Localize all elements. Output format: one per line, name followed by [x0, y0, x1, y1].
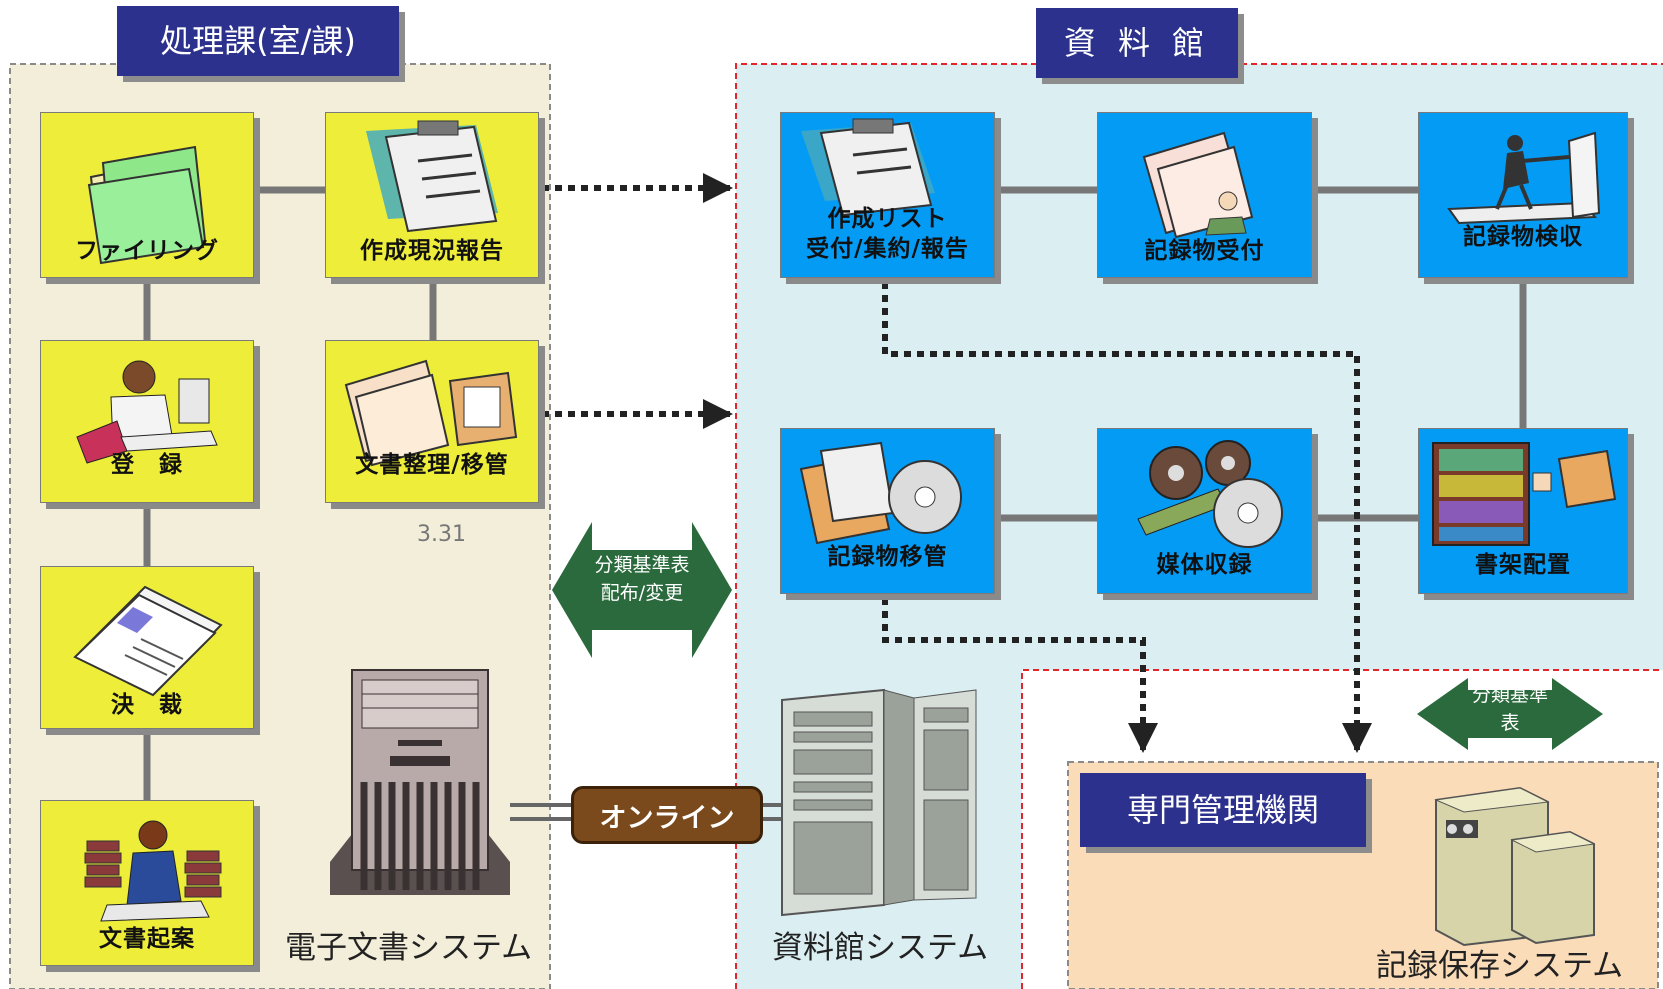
process-box-label: 登 録 [111, 452, 183, 478]
records-storage-icon [1434, 786, 1596, 947]
exchange-arrow-left-label: 分類基準表 配布/変更 [594, 554, 690, 604]
exchange-arrow-left [552, 522, 732, 658]
process-box-label: 文書起案 [99, 926, 195, 952]
archive-box-label: 記録物検収 [1463, 224, 1583, 250]
archive-box-media[interactable]: 媒体収録 [1097, 428, 1312, 594]
newspaper-icon [73, 585, 223, 697]
writing-person-icon [84, 820, 222, 922]
server-tower-icon [330, 669, 510, 895]
section-header-shori: 処理課(室/課) [117, 6, 399, 76]
archive-server-icon [781, 688, 977, 917]
archive-box-shelf[interactable]: 書架配置 [1418, 428, 1628, 594]
process-connectors [143, 186, 437, 800]
folder-icon [87, 145, 207, 265]
process-box-label: 作成現況報告 [360, 238, 504, 264]
bookshelf-icon [1432, 442, 1617, 546]
process-box-label: 文書整理/移管 [355, 452, 509, 478]
exchange-arrow-right-label: 分類基準表 配布/変更 [1468, 684, 1552, 762]
process-box-status-report[interactable]: 作成現況報告 [325, 112, 539, 278]
process-box-transfer[interactable]: 文書整理/移管 [325, 340, 539, 503]
online-link [510, 803, 785, 821]
archive-box-inspect[interactable]: 記録物検収 [1418, 112, 1628, 278]
archive-box-label: 媒体収録 [1156, 552, 1253, 578]
archive-box-label: 書架配置 [1475, 552, 1571, 578]
process-box-approval[interactable]: 決 裁 [40, 566, 254, 729]
date-note: 3.31 [417, 522, 466, 547]
archive-box-label: 作成リスト 受付/集約/報告 [806, 206, 969, 262]
papers-icon [1142, 131, 1254, 239]
flow-arrows [542, 173, 1372, 753]
office-worker-icon [76, 360, 218, 464]
process-box-register[interactable]: 登 録 [40, 340, 254, 503]
archive-box-label: 記録物受付 [1144, 238, 1265, 264]
process-box-drafting[interactable]: 文書起案 [40, 800, 254, 966]
archive-box-move[interactable]: 記録物移管 [780, 428, 995, 594]
book-climber-icon [1447, 131, 1601, 225]
archive-box-list-intake[interactable]: 作成リスト 受付/集約/報告 [780, 112, 995, 278]
archive-box-label: 記録物移管 [827, 544, 948, 570]
exchange-arrow-right [1417, 678, 1603, 750]
electronic-system-label: 電子文書システム [285, 930, 533, 966]
clipboard-icon [801, 118, 935, 217]
process-box-label: 決 裁 [111, 692, 183, 718]
section-header-shiryokan: 資 料 館 [1036, 8, 1238, 78]
records-system-label: 記録保存システム [1376, 948, 1624, 984]
process-box-label: ファイリング [75, 238, 219, 264]
archive-system-label: 資料館システム [772, 930, 989, 966]
section-header-senmon: 専門管理機関 [1080, 773, 1366, 847]
archive-box-receive[interactable]: 記録物受付 [1097, 112, 1312, 278]
online-badge: オンライン [571, 786, 763, 844]
process-box-filing[interactable]: ファイリング [40, 112, 254, 278]
clipboard-icon [366, 120, 498, 233]
clipboard-disc-icon [799, 441, 962, 545]
region-shiryokan-border [735, 63, 1663, 989]
film-reel-disc-icon [1137, 440, 1283, 548]
archive-connectors [995, 186, 1527, 522]
document-bundle-icon [344, 359, 518, 467]
